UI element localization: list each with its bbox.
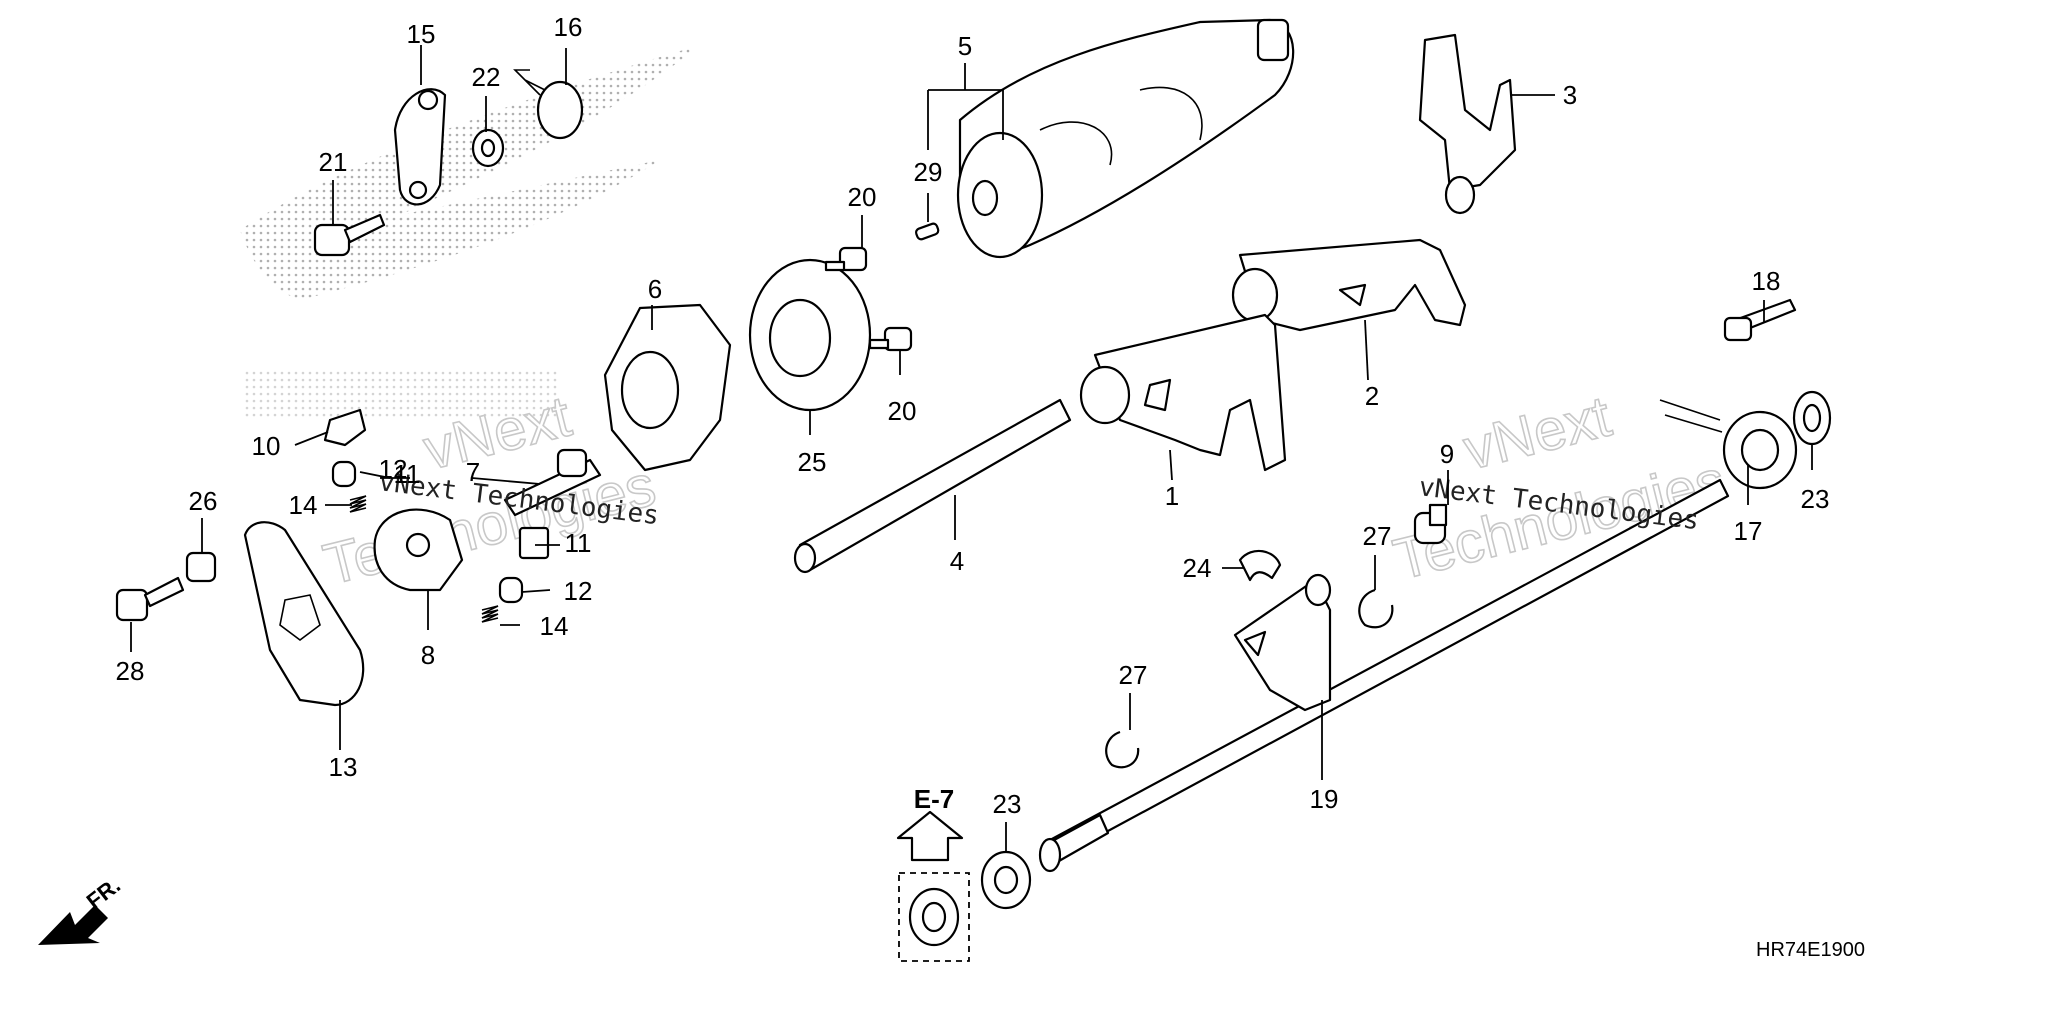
- washer-22: [471, 128, 505, 168]
- circlip-27-lower: [1105, 730, 1140, 769]
- callout-29: 29: [914, 157, 943, 187]
- callout-27-lower: 27: [1119, 660, 1148, 690]
- gasket-plate: [243, 521, 365, 707]
- washer-23-lower: [980, 850, 1032, 910]
- callout-5: 5: [958, 31, 972, 61]
- shift-drum-pin: [914, 222, 940, 241]
- callout-11-upper: 11: [394, 459, 421, 489]
- callout-21: 21: [319, 147, 348, 177]
- return-spring: [1659, 399, 1798, 490]
- callout-25: 25: [798, 447, 827, 477]
- callout-6: 6: [648, 274, 662, 304]
- callout-1: 1: [1165, 481, 1179, 511]
- front-direction-label: FR.: [82, 872, 125, 914]
- shift-fork-2: [1231, 238, 1467, 332]
- callout-11-lower: 11: [565, 528, 592, 558]
- callout-9: 9: [1440, 439, 1454, 469]
- callout-23-lower: 23: [993, 789, 1022, 819]
- circlip-27-upper: [1358, 588, 1394, 629]
- callout-20-upper: 20: [848, 182, 877, 212]
- callout-14-upper: 14: [289, 490, 318, 520]
- callout-14-lower: 14: [540, 611, 569, 641]
- callout-28: 28: [116, 656, 145, 686]
- watermark-ghost-3: vNext: [1457, 384, 1617, 483]
- spring-14-upper: [349, 495, 367, 513]
- bolt-18: [1723, 298, 1797, 342]
- bolt-20-lower: [868, 326, 913, 352]
- callout-19: 19: [1310, 784, 1339, 814]
- callout-10: 10: [252, 431, 281, 461]
- callout-13: 13: [329, 752, 358, 782]
- callout-16: 16: [554, 12, 583, 42]
- stopper-arm: [373, 508, 464, 592]
- bolt-9: [1413, 503, 1448, 545]
- bolt-20-upper: [824, 246, 868, 272]
- bolt-7: [503, 448, 602, 517]
- callout-22: 22: [472, 62, 501, 92]
- spring-16: [513, 69, 584, 140]
- fork-shaft: [793, 398, 1072, 574]
- gearshift-spindle: [1038, 478, 1730, 873]
- bearing: [748, 258, 872, 412]
- collar-26: [185, 551, 217, 583]
- callout-17: 17: [1734, 516, 1763, 546]
- pin-12-lower: [498, 576, 524, 604]
- pin-12-upper: [331, 460, 357, 488]
- callout-2: 2: [1365, 381, 1379, 411]
- callout-24: 24: [1183, 553, 1212, 583]
- leader-lines: [130, 45, 1813, 852]
- bolt-21: [313, 213, 386, 257]
- callout-4: 4: [950, 546, 964, 576]
- shift-drum: [956, 18, 1295, 259]
- diagram-code: HR74E1900: [1756, 939, 1865, 961]
- clip-24: [1238, 549, 1282, 582]
- front-direction-arrow: [38, 905, 108, 945]
- callout-7: 7: [466, 457, 480, 487]
- callout-15: 15: [407, 19, 436, 49]
- callout-12-lower: 12: [564, 576, 593, 606]
- plate-15: [393, 88, 447, 206]
- callout-3: 3: [1563, 80, 1577, 110]
- shift-fork-1: [1079, 313, 1287, 472]
- callout-20-lower: 20: [888, 396, 917, 426]
- spring-14-lower: [481, 605, 499, 623]
- callout-27-upper: 27: [1363, 521, 1392, 551]
- shift-fork-3: [1418, 33, 1517, 215]
- callout-numbers: 1 2 3 4 5 6 7 8 9 10 11 11 12 12 13 14 1…: [116, 12, 1830, 819]
- callout-26: 26: [189, 486, 218, 516]
- washer-23-right: [1792, 390, 1832, 446]
- reference-e7-group: [896, 810, 970, 962]
- shift-drum-center: [603, 303, 732, 472]
- reference-label: E-7: [914, 784, 954, 814]
- stopper-10: [323, 408, 367, 447]
- callout-12-upper: 12: [379, 454, 408, 484]
- callout-8: 8: [421, 640, 435, 670]
- collar-11: [518, 526, 550, 560]
- callout-18: 18: [1752, 266, 1781, 296]
- bolt-28: [115, 576, 185, 622]
- callout-23-right: 23: [1801, 484, 1830, 514]
